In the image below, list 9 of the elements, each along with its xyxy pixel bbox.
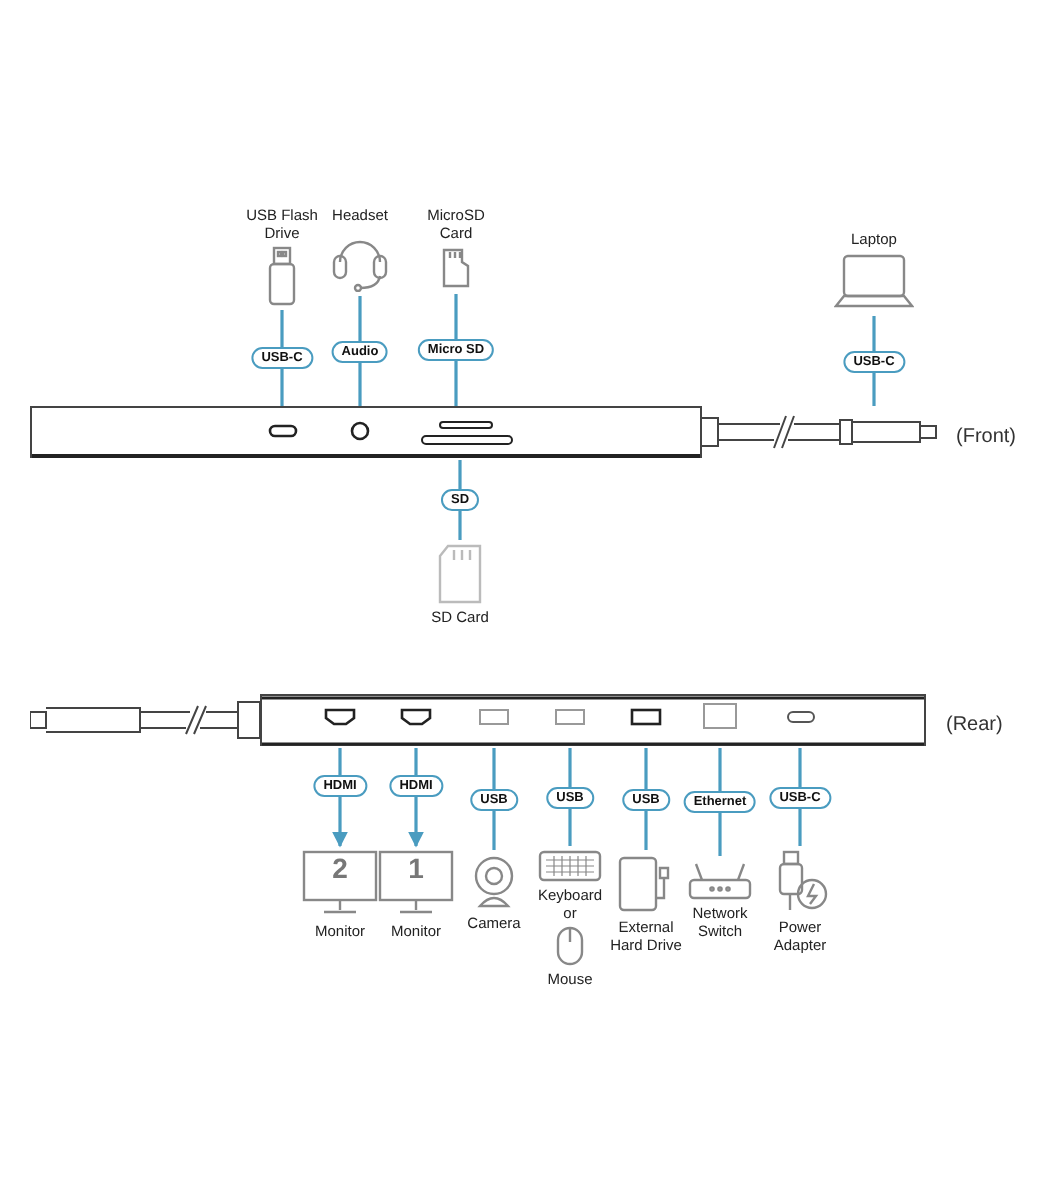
connector-line [568,748,572,846]
connector-line [492,748,496,850]
usb-hub-drawing [30,406,940,460]
usb-hub-drawing [30,694,930,748]
monitor-number: 1 [406,852,426,884]
view-label: (Rear) [946,714,1003,736]
view-label: (Front) [956,426,1016,448]
monitor-number: 2 [330,852,350,884]
connector-line [644,748,648,850]
